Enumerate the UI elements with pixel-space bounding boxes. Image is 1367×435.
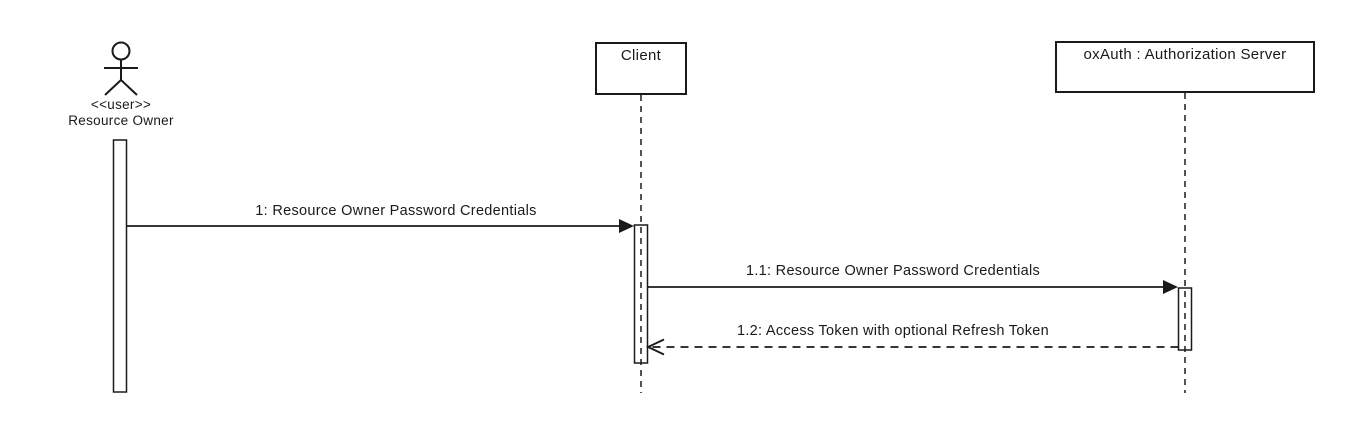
client-activation-bar: [633, 224, 649, 364]
actor-leg-right: [120, 79, 138, 96]
message-1-arrowhead-icon: [619, 219, 634, 233]
message-1-1-label: 1.1: Resource Owner Password Credentials: [745, 263, 1041, 279]
message-1-label: 1: Resource Owner Password Credentials: [255, 203, 537, 219]
actor-head: [111, 41, 131, 61]
lifeline-box-client: Client: [595, 42, 687, 95]
oxauth-activation-bar: [1177, 287, 1193, 351]
lifeline-box-oxauth: oxAuth : Authorization Server: [1055, 41, 1315, 93]
actor-figure-icon: [104, 41, 138, 96]
message-1-2-label: 1.2: Access Token with optional Refresh …: [736, 323, 1050, 339]
actor-name-label: Resource Owner: [68, 113, 174, 128]
resource-owner-activation-bar: [112, 139, 128, 393]
message-1-2-arrowhead-icon: [645, 338, 665, 356]
message-1-1-arrowhead-icon: [1163, 280, 1178, 294]
actor-stereotype-label: <<user>>: [90, 97, 152, 112]
actor-leg-left: [104, 79, 122, 96]
